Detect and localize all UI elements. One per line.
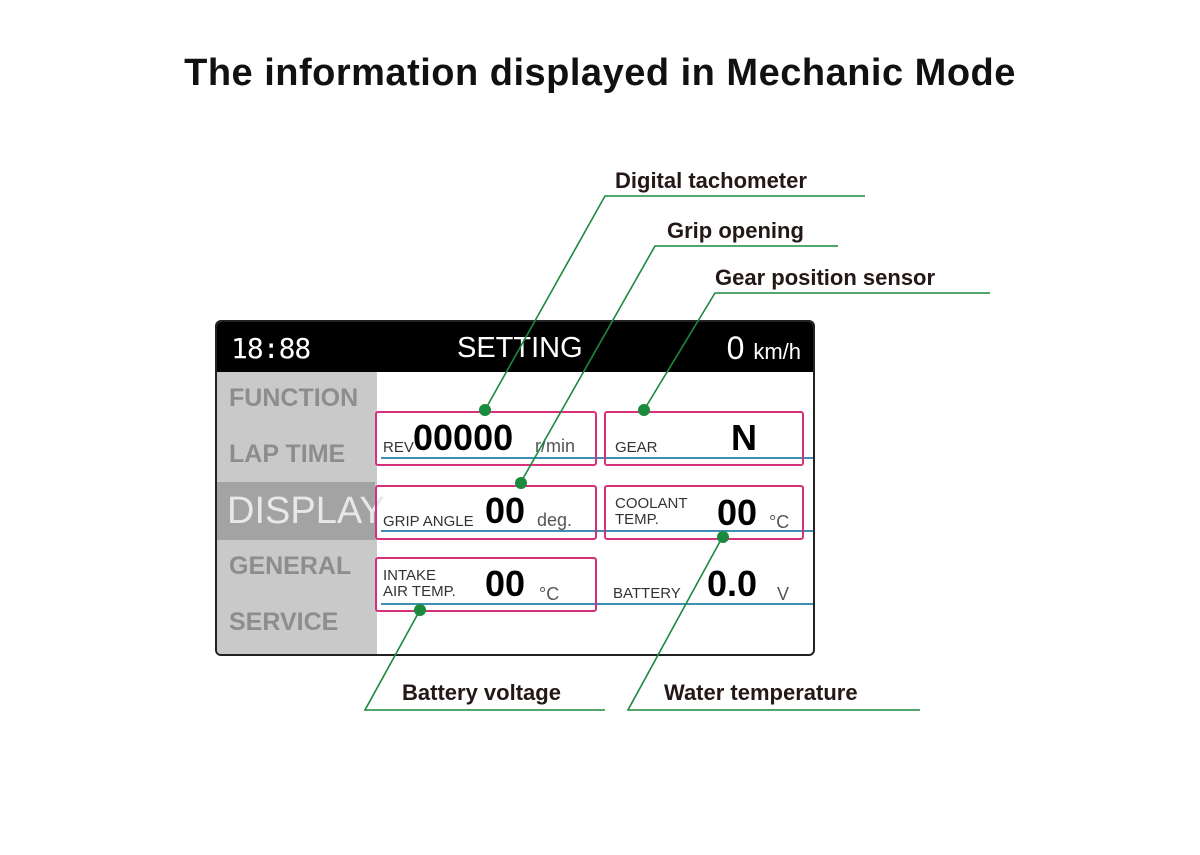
dot-gear — [638, 404, 650, 416]
gear-value: N — [731, 417, 757, 458]
battery-label: BATTERY — [613, 585, 681, 602]
leader-grip — [520, 245, 838, 483]
grip-label: GRIP ANGLE — [383, 513, 474, 530]
row-rule — [381, 603, 813, 605]
coolant-value: 00 — [717, 492, 758, 533]
menu-item-function[interactable]: FUNCTION — [229, 384, 359, 412]
rev-label: REV — [383, 439, 414, 456]
leader-tachometer — [484, 195, 865, 411]
dot-grip — [515, 477, 527, 489]
callout-water-temperature: Water temperature — [664, 680, 858, 705]
page-title: The information displayed in Mechanic Mo… — [184, 52, 1016, 94]
menu-item-display[interactable]: DISPLAY — [217, 482, 385, 540]
intake-unit: °C — [539, 584, 560, 604]
callout-battery-voltage: Battery voltage — [402, 680, 561, 705]
clock: 18:88 — [231, 332, 311, 365]
coolant-highlight — [604, 485, 804, 540]
callout-digital-tachometer: Digital tachometer — [615, 168, 807, 193]
dot-battery — [414, 604, 426, 616]
row-rule — [381, 457, 813, 459]
gear-highlight — [604, 411, 804, 466]
grip-highlight — [375, 485, 597, 540]
meter-screen: 18:88 SETTING 0 km/h FUNCTION LAP TIME D… — [215, 320, 815, 656]
callout-gear-position: Gear position sensor — [715, 265, 936, 290]
intake-value: 00 — [485, 563, 526, 604]
coolant-label-line1: COOLANT — [615, 495, 688, 512]
menu-sidebar: FUNCTION LAP TIME DISPLAY GENERAL SERVIC… — [217, 372, 385, 654]
battery-unit: V — [777, 584, 790, 604]
coolant-label-line2: TEMP. — [615, 511, 659, 528]
speed-unit: km/h — [753, 339, 801, 364]
row-rule — [381, 530, 813, 532]
grip-unit: deg. — [537, 510, 573, 530]
leader-water — [626, 535, 920, 711]
grip-value: 00 — [485, 490, 526, 531]
dot-water — [717, 531, 729, 543]
intake-label-line2: AIR TEMP. — [383, 583, 456, 600]
speed-readout: 0 km/h — [727, 330, 801, 367]
leader-gear — [643, 292, 990, 411]
rev-value: 00000 — [413, 417, 514, 458]
callout-grip-opening: Grip opening — [667, 218, 804, 243]
intake-highlight — [375, 557, 597, 612]
intake-label-line1: INTAKE — [383, 567, 437, 584]
menu-item-service[interactable]: SERVICE — [229, 608, 339, 636]
gear-label: GEAR — [615, 439, 658, 456]
dot-tachometer — [479, 404, 491, 416]
coolant-unit: °C — [769, 512, 790, 532]
screen-header: 18:88 SETTING 0 km/h — [217, 322, 813, 372]
menu-item-lap-time[interactable]: LAP TIME — [229, 440, 346, 468]
speed-value: 0 — [726, 330, 745, 366]
battery-value: 0.0 — [707, 563, 758, 604]
menu-item-general[interactable]: GENERAL — [229, 552, 352, 580]
leader-battery — [363, 609, 605, 711]
